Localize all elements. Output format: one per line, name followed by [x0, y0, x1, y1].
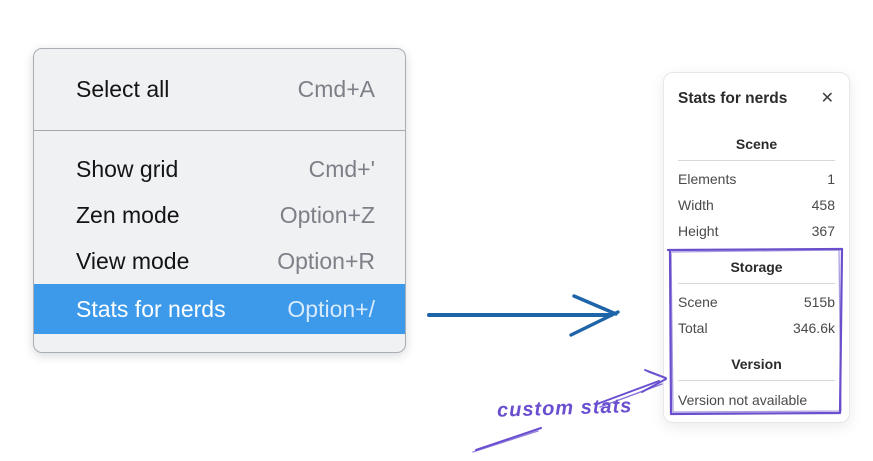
menu-item-shortcut: Cmd+' [308, 155, 375, 182]
stat-label: Total [678, 320, 708, 336]
stat-row-width: Width 458 [678, 192, 835, 218]
section-title-scene: Scene [735, 136, 778, 152]
menu-item-stats-for-nerds[interactable]: Stats for nerds Option+/ [34, 284, 405, 334]
stat-value: 515b [803, 294, 835, 310]
menu-item-shortcut: Option+/ [287, 295, 375, 322]
stat-row-elements: Elements 1 [678, 166, 835, 192]
stats-panel: Stats for nerds ✕ Scene Elements 1 Width… [663, 72, 850, 423]
stat-label: Scene [678, 294, 718, 310]
menu-item-view-mode[interactable]: View mode Option+R [34, 238, 405, 284]
menu-item-label: Stats for nerds [76, 295, 226, 322]
menu-group-view: Show grid Cmd+' Zen mode Option+Z View m… [34, 131, 405, 334]
annotation-text: custom stats [496, 395, 633, 422]
section-divider [678, 160, 835, 161]
menu-item-show-grid[interactable]: Show grid Cmd+' [34, 146, 405, 192]
menu-item-zen-mode[interactable]: Zen mode Option+Z [34, 192, 405, 238]
storage-rows: Scene 515b Total 346.6k [678, 289, 835, 341]
menu-group-selection: Select all Cmd+A [34, 49, 405, 130]
annotation-tail-line [472, 427, 542, 453]
stat-value: 367 [811, 223, 835, 239]
stats-panel-header: Stats for nerds ✕ [678, 89, 835, 109]
menu-item-shortcut: Cmd+A [297, 75, 375, 102]
menu-item-label: Select all [76, 75, 170, 102]
flow-arrow [427, 294, 620, 337]
version-note: Version not available [678, 392, 808, 408]
stat-value: 458 [811, 197, 835, 213]
menu-item-label: Show grid [76, 155, 179, 182]
stat-row-height: Height 367 [678, 218, 835, 244]
section-divider [678, 283, 835, 284]
menu-divider [34, 130, 405, 131]
stat-label: Elements [678, 171, 737, 187]
section-title-storage: Storage [730, 259, 783, 275]
section-title-version: Version [731, 356, 782, 372]
context-menu: Select all Cmd+A Show grid Cmd+' Zen mod… [33, 48, 406, 353]
menu-item-shortcut: Option+Z [279, 201, 375, 228]
stat-label: Height [678, 223, 719, 239]
menu-item-label: Zen mode [76, 201, 180, 228]
stats-panel-title: Stats for nerds [678, 90, 788, 107]
stat-value: 346.6k [792, 320, 835, 336]
close-icon[interactable]: ✕ [820, 90, 834, 107]
section-divider [678, 380, 835, 381]
stat-row-total-storage: Total 346.6k [678, 315, 835, 341]
stat-label: Width [678, 197, 714, 213]
stat-row-scene-storage: Scene 515b [678, 289, 835, 315]
menu-item-label: View mode [76, 247, 190, 274]
menu-item-select-all[interactable]: Select all Cmd+A [34, 66, 405, 112]
scene-rows: Elements 1 Width 458 Height 367 [678, 166, 835, 244]
menu-item-shortcut: Option+R [277, 247, 375, 274]
stat-value: 1 [827, 171, 835, 187]
